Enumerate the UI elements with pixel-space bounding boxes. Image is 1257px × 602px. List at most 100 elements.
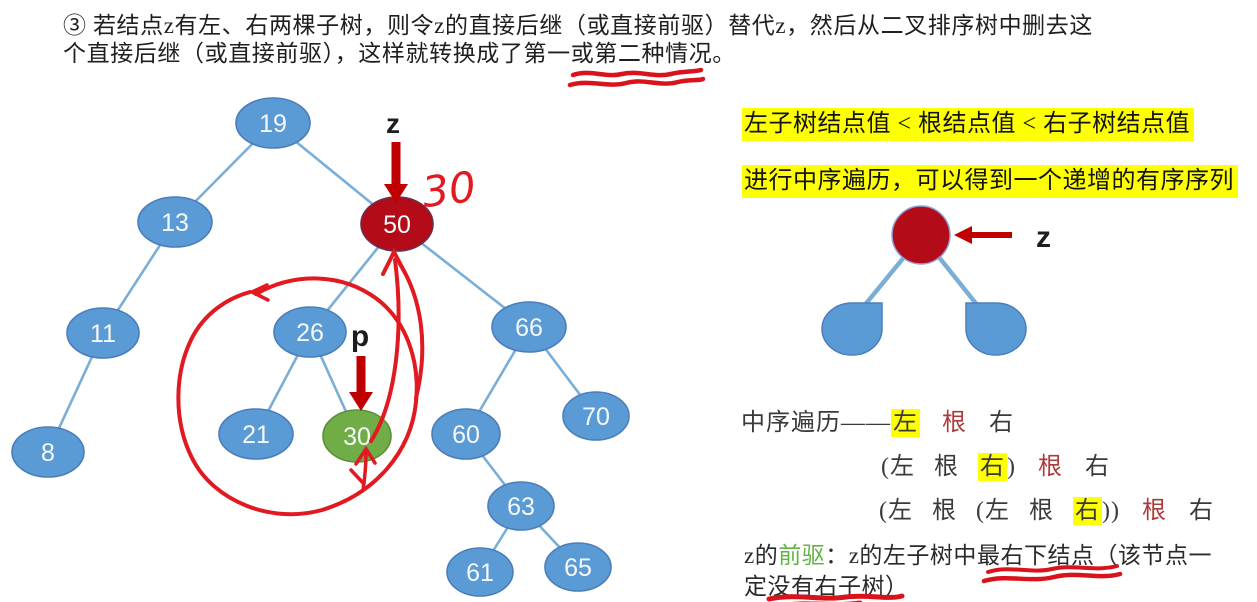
tree-node-66: 66 <box>491 301 567 353</box>
traversal-line1-right: 右 <box>989 410 1014 436</box>
mini-tree-left-subtree <box>821 302 883 356</box>
handwritten-30-annotation: 30 <box>419 162 478 217</box>
tree-node-61: 61 <box>446 547 514 597</box>
tree-node-70: 70 <box>562 391 630 441</box>
traversal-line3-close: )) <box>1101 498 1120 524</box>
traversal-line2-open: (左 根 <box>881 454 978 480</box>
traversal-line2-right: 右 <box>1085 454 1110 480</box>
traversal-line2-close: ) <box>1007 454 1016 480</box>
tree-edge-19-50 <box>272 121 398 226</box>
traversal-line3-hl: 右 <box>1072 497 1102 525</box>
tree-node-ellipse <box>487 481 555 531</box>
tree-edge-11-8 <box>46 332 105 453</box>
tree-edge-60-63 <box>464 433 523 507</box>
tree-nodes: 19 13 50 11 26 66 8 21 30 60 70 63 61 65 <box>11 97 630 597</box>
tree-node-value: 50 <box>383 211 411 239</box>
traversal-line3-right: 右 <box>1188 498 1214 524</box>
tree-node-ellipse <box>431 408 501 460</box>
tree-node-19: 19 <box>235 97 311 149</box>
tree-edge-63-61 <box>478 505 523 573</box>
tree-edge-66-70 <box>527 326 598 417</box>
tree-node-value: 61 <box>466 559 494 587</box>
tree-node-11: 11 <box>66 307 140 359</box>
tree-node-value: 63 <box>507 493 535 521</box>
tree-edge-13-11 <box>101 221 177 334</box>
bst-order-rule-text: 左子树结点值 < 根结点值 < 右子树结点值 <box>742 108 1195 141</box>
z-pointer-arrow-icon <box>384 142 408 203</box>
tree-edge-19-13 <box>174 122 274 223</box>
predecessor-note: z的前驱：z的左子树中最右下结点（该节点一 定没有右子树） <box>744 540 1256 602</box>
mini-tree-z-label: z <box>1036 221 1051 254</box>
predecessor-note-line2: 定没有右子树） <box>744 574 909 599</box>
tree-node-ellipse <box>446 547 514 597</box>
tree-node-50: 50 <box>360 196 434 252</box>
tree-node-value: 66 <box>515 314 543 342</box>
note-pre: z的 <box>744 543 779 568</box>
tree-node-value: 26 <box>296 319 324 347</box>
tree-node-ellipse <box>11 426 85 478</box>
predecessor-note-line1: z的前驱：z的左子树中最右下结点（该节点一 <box>744 540 1256 571</box>
tree-node-13: 13 <box>137 196 213 248</box>
p-pointer-label: p <box>351 320 369 353</box>
tree-node-value: 19 <box>259 110 287 138</box>
z-pointer-label: z <box>386 108 400 139</box>
tree-edge-26-21 <box>254 331 312 435</box>
inorder-rule-text: 进行中序遍历，可以得到一个递增的有序序列 <box>742 165 1238 198</box>
mini-tree-left-edge <box>862 254 907 308</box>
tree-node-8: 8 <box>11 426 85 478</box>
traversal-line3-open: (左 根 (左 根 <box>879 498 1073 524</box>
tree-node-ellipse <box>544 542 612 592</box>
tree-node-value: 60 <box>452 421 480 449</box>
tree-node-21: 21 <box>218 408 294 460</box>
tree-node-65: 65 <box>544 542 612 592</box>
tree-node-ellipse <box>360 196 434 252</box>
tree-node-value: 8 <box>41 439 55 467</box>
tree-node-ellipse <box>491 301 567 353</box>
tree-edge-50-66 <box>396 222 530 329</box>
successor-replace-arrow-annotation <box>369 247 425 443</box>
tree-node-ellipse <box>218 408 294 460</box>
tree-edge-26-30 <box>308 331 359 437</box>
tree-node-26: 26 <box>273 306 347 358</box>
tree-edge-50-26 <box>308 223 399 333</box>
p-pointer-arrow-icon <box>349 356 373 411</box>
tree-node-value: 21 <box>242 421 270 449</box>
inorder-rule: 进行中序遍历，可以得到一个递增的有序序列 <box>742 160 1238 198</box>
node30-up-arrow-annotation <box>349 445 377 492</box>
tree-node-ellipse <box>66 307 140 359</box>
traversal-line3: (左 根 (左 根 右))根右 <box>879 490 1214 525</box>
traversal-line2: (左 根 右)根右 <box>881 446 1110 481</box>
tree-node-60: 60 <box>431 408 501 460</box>
note-predecessor-term: 前驱 <box>778 543 826 568</box>
bst-order-rule: 左子树结点值 < 根结点值 < 右子树结点值 <box>742 103 1195 141</box>
traversal-line2-hl: 右 <box>978 453 1007 481</box>
note-mid: ：z的左子树中 <box>825 543 977 568</box>
traversal-line1-left: 左 <box>891 409 920 437</box>
traversal-line1: 中序遍历——左根右 <box>741 402 1014 437</box>
tree-node-ellipse <box>562 391 630 441</box>
note-underlined: 最右下结点 <box>976 543 1095 568</box>
mini-tree-right-edge <box>936 254 980 308</box>
tree-node-value: 13 <box>161 209 189 237</box>
tree-node-value: 11 <box>90 320 116 348</box>
mini-tree-z-arrow-icon <box>954 226 1012 244</box>
tree-node-value: 65 <box>564 554 592 582</box>
tree-node-ellipse <box>137 196 213 248</box>
tree-node-ellipse <box>235 97 311 149</box>
traversal-line3-root: 根 <box>1141 498 1167 524</box>
mini-tree-right-subtree <box>965 302 1027 356</box>
traversal-line1-root: 根 <box>942 410 967 436</box>
tree-node-63: 63 <box>487 481 555 531</box>
mini-tree: z <box>821 205 1051 356</box>
tree-edge-63-65 <box>520 505 579 568</box>
tree-node-value: 70 <box>582 403 610 431</box>
tree-node-ellipse <box>322 409 392 463</box>
note-tail: （该节点一 <box>1094 543 1212 568</box>
mini-tree-root-node <box>891 205 951 265</box>
tree-node-ellipse <box>273 306 347 358</box>
paragraph-line1: ③ 若结点z有左、右两棵子树，则令z的直接后继（或直接前驱）替代z，然后从二叉排… <box>63 13 1093 38</box>
traversal-line2-root: 根 <box>1038 454 1063 480</box>
traversal-line1-prefix: 中序遍历—— <box>741 410 891 436</box>
case-text-underline-annotation <box>567 67 706 88</box>
